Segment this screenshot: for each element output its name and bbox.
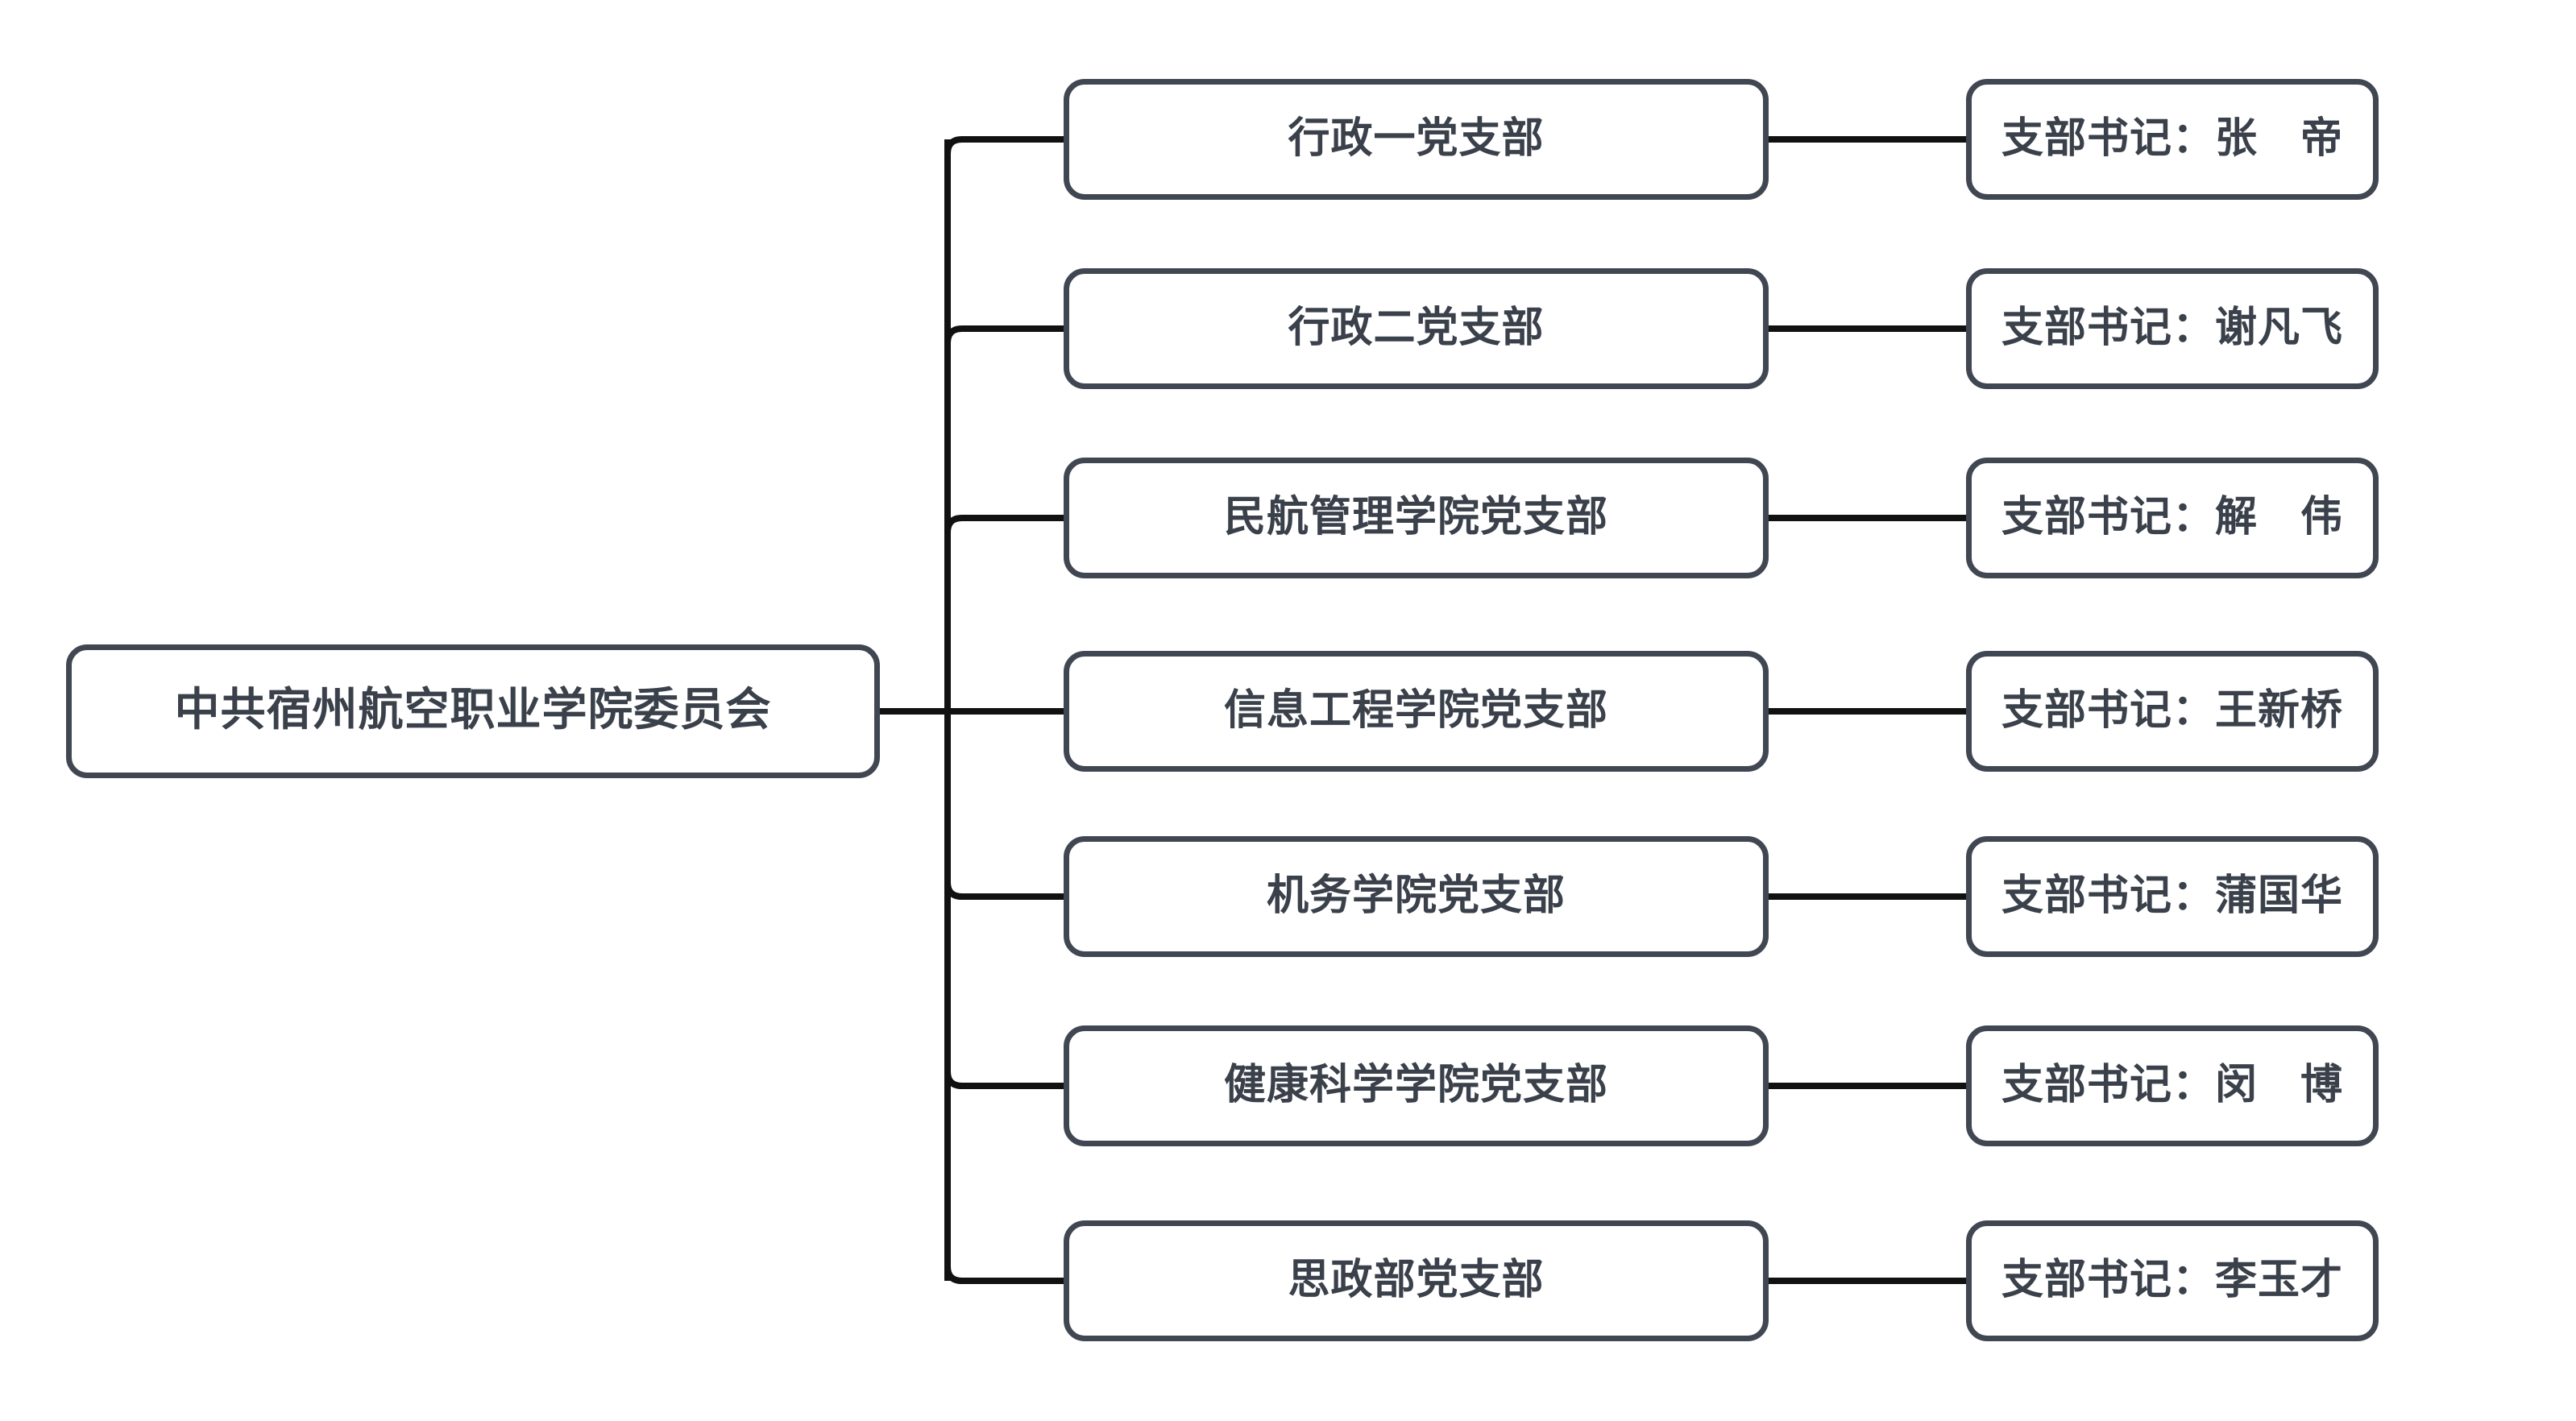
node-branch-6[interactable]: 健康科学学院党支部 (1064, 1025, 1769, 1146)
node-leader-7-label: 支部书记：李玉才 (2001, 1257, 2343, 1304)
node-leader-5[interactable]: 支部书记：蒲国华 (1966, 836, 2379, 957)
node-leader-6[interactable]: 支部书记：闵 博 (1966, 1025, 2379, 1146)
node-leader-1[interactable]: 支部书记：张 帝 (1966, 79, 2379, 200)
node-branch-1[interactable]: 行政一党支部 (1064, 79, 1769, 200)
node-branch-3-label: 民航管理学院党支部 (1223, 495, 1608, 541)
node-branch-2[interactable]: 行政二党支部 (1064, 268, 1769, 389)
node-branch-7-label: 思政部党支部 (1288, 1257, 1545, 1304)
connector-branch-2 (944, 325, 1065, 344)
node-leader-2-label: 支部书记：谢凡飞 (2001, 305, 2343, 352)
node-leader-7[interactable]: 支部书记：李玉才 (1966, 1220, 2379, 1341)
node-leader-5-label: 支部书记：蒲国华 (2001, 873, 2343, 920)
connector-branch-6 (944, 1071, 1065, 1089)
node-leader-3[interactable]: 支部书记：解 伟 (1966, 458, 2379, 578)
node-branch-6-label: 健康科学学院党支部 (1223, 1063, 1608, 1109)
connector-branch-5 (944, 881, 1065, 900)
node-leader-4[interactable]: 支部书记：王新桥 (1966, 651, 2379, 772)
connector-branch-1 (944, 136, 1065, 155)
node-branch-1-label: 行政一党支部 (1288, 116, 1545, 163)
node-branch-4-label: 信息工程学院党支部 (1223, 688, 1608, 735)
node-leader-2[interactable]: 支部书记：谢凡飞 (1966, 268, 2379, 389)
node-branch-7[interactable]: 思政部党支部 (1064, 1220, 1769, 1341)
connector-branch-7 (944, 1266, 1065, 1284)
node-branch-3[interactable]: 民航管理学院党支部 (1064, 458, 1769, 578)
node-branch-5-label: 机务学院党支部 (1266, 873, 1566, 920)
node-root-label: 中共宿州航空职业学院委员会 (174, 686, 772, 736)
node-leader-4-label: 支部书记：王新桥 (2001, 688, 2343, 735)
node-root-committee[interactable]: 中共宿州航空职业学院委员会 (66, 644, 880, 778)
node-branch-5[interactable]: 机务学院党支部 (1064, 836, 1769, 957)
node-leader-3-label: 支部书记：解 伟 (2001, 495, 2343, 541)
node-leader-6-label: 支部书记：闵 博 (2001, 1063, 2343, 1109)
connector-branch-3 (944, 515, 1065, 533)
node-branch-4[interactable]: 信息工程学院党支部 (1064, 651, 1769, 772)
node-leader-1-label: 支部书记：张 帝 (2001, 116, 2343, 163)
node-branch-2-label: 行政二党支部 (1288, 305, 1545, 352)
